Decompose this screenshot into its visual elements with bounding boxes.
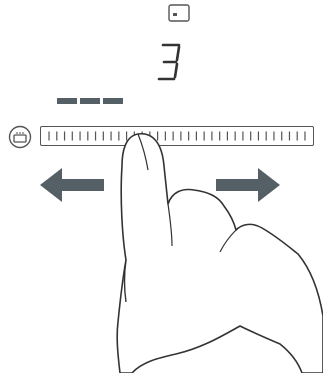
display-icon	[168, 4, 190, 22]
arrow-left-icon	[40, 168, 104, 202]
heat-element-icon[interactable]	[8, 125, 32, 149]
arrow-right-icon	[216, 168, 280, 202]
level-digit-display	[155, 42, 185, 82]
hand-swipe-icon	[112, 126, 323, 373]
level-dashes	[57, 98, 127, 106]
